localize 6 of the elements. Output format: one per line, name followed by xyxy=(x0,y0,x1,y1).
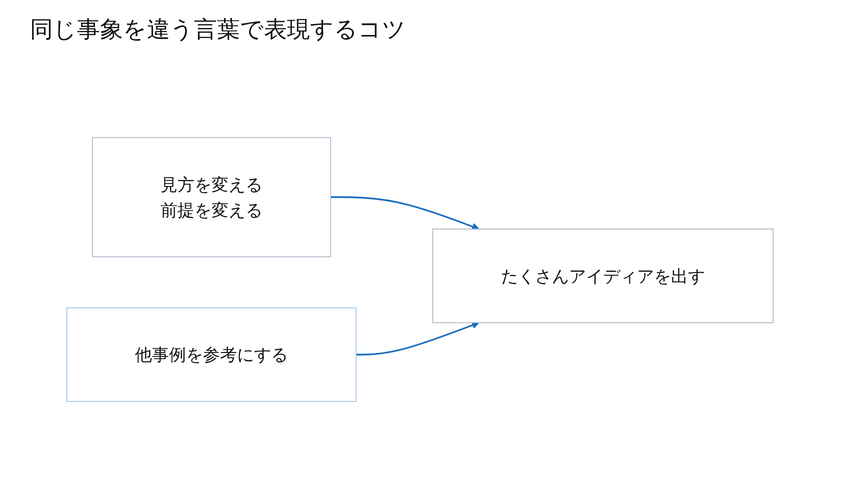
process-box: 他事例を参考にする xyxy=(66,307,357,402)
process-box: たくさんアイディアを出す xyxy=(432,228,774,324)
diagram-title: 同じ事象を違う言葉で表現するコツ xyxy=(30,16,406,45)
arrow xyxy=(356,322,480,356)
process-box: 見方を変える 前提を変える xyxy=(92,137,332,258)
arrow xyxy=(330,196,480,230)
